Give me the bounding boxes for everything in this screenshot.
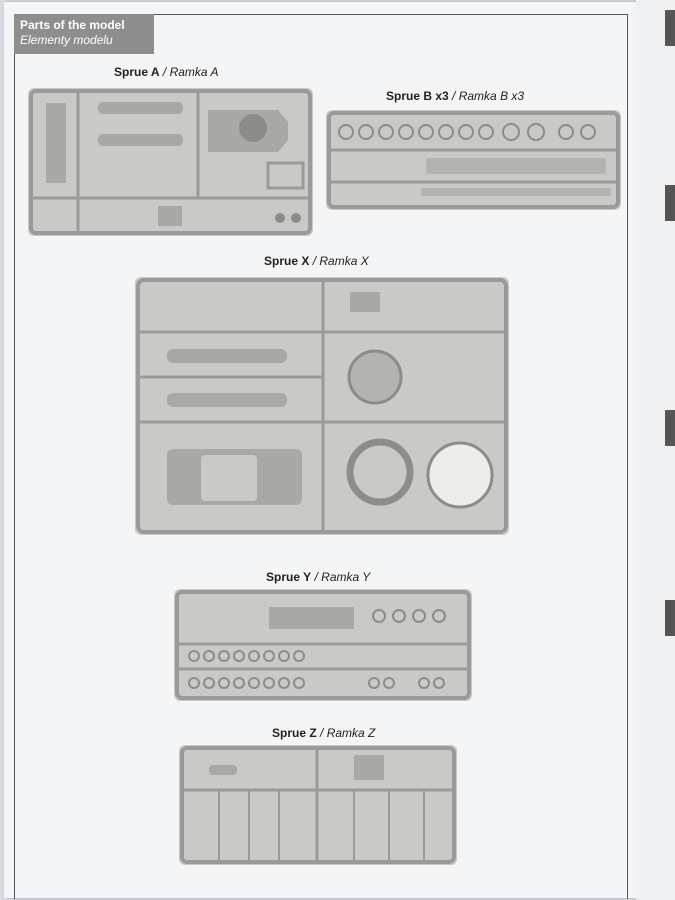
- instruction-page: Parts of the model Elementy modelu Sprue…: [4, 2, 636, 899]
- sprue-y-label: Sprue Y / Ramka Y: [266, 570, 371, 584]
- sprue-y-image: [174, 589, 472, 701]
- edge-tab-4: [665, 600, 675, 636]
- page-frame: [14, 14, 628, 899]
- sprue-x-label: Sprue X / Ramka X: [264, 254, 369, 268]
- adjacent-page-edge: [636, 0, 675, 900]
- edge-tab-1: [665, 10, 675, 46]
- sprue-b-label: Sprue B x3 / Ramka B x3: [386, 89, 525, 103]
- section-subtitle: Elementy modelu: [20, 33, 113, 47]
- sprue-a-drawing: [29, 89, 312, 235]
- sprue-a-label: Sprue A / Ramka A: [114, 65, 219, 79]
- sprue-a-image: [28, 88, 313, 236]
- edge-tab-2: [665, 185, 675, 221]
- section-header: Parts of the model Elementy modelu: [14, 14, 154, 54]
- sprue-b-image: [326, 110, 621, 210]
- sprue-x-drawing: [136, 278, 508, 534]
- edge-tab-3: [665, 410, 675, 446]
- sprue-z-image: [179, 745, 457, 865]
- sprue-y-drawing: [175, 590, 471, 700]
- sprue-x-image: [135, 277, 509, 535]
- sprue-b-drawing: [327, 111, 620, 209]
- sprue-z-drawing: [180, 746, 456, 864]
- section-title: Parts of the model: [20, 18, 125, 32]
- sprue-z-label: Sprue Z / Ramka Z: [272, 726, 376, 740]
